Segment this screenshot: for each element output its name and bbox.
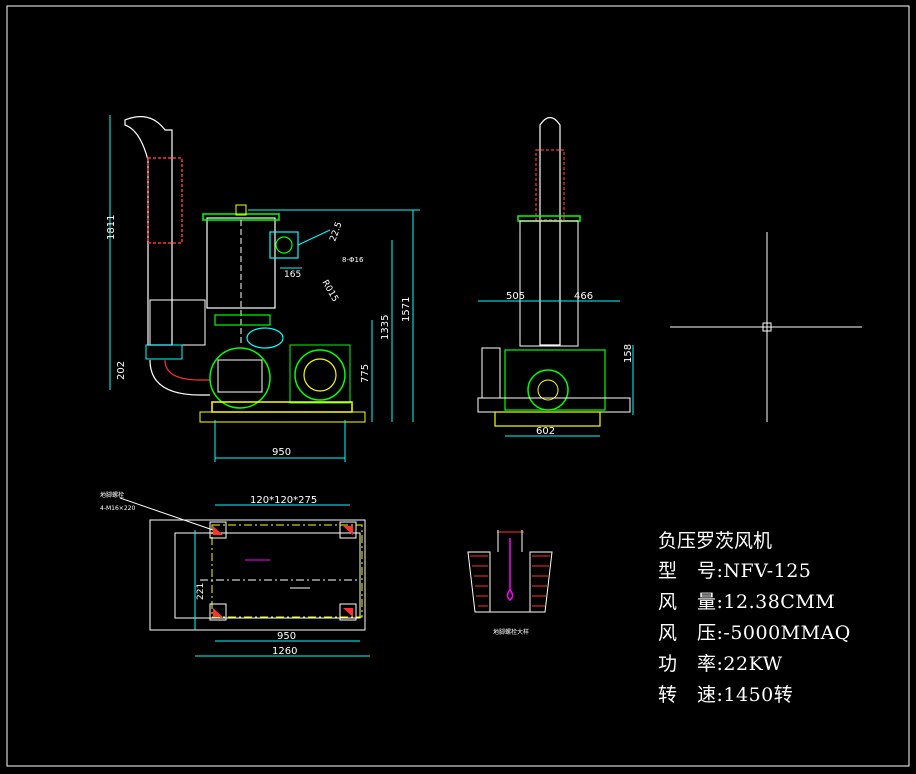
spec-speed-value: 1450转 (723, 684, 794, 706)
front-elbow-inner (164, 359, 210, 381)
motor-casing (294, 349, 346, 401)
machine-title: 负压罗茨风机 (658, 530, 773, 552)
flange-leader (297, 229, 331, 246)
spec-power: 功 率:22KW (658, 649, 783, 676)
side-blower-body (504, 349, 606, 411)
plan-inner-frame (174, 532, 361, 619)
spec-pressure-label: 风 压: (658, 622, 724, 644)
front-foundation (199, 411, 366, 423)
front-pipe-hose (147, 157, 183, 244)
spec-airflow: 风 量:12.38CMM (658, 587, 835, 614)
valve-flange (269, 231, 299, 259)
detail-caption: 地脚螺栓大样 (493, 628, 529, 636)
plan-bolt-marks (213, 526, 353, 617)
blower-casing (209, 347, 271, 409)
side-dim-text-602: 602 (536, 426, 555, 437)
front-silencer (149, 299, 206, 346)
motor-body (289, 344, 351, 404)
front-view: 1811 202 1571 1335 775 950 165 22.5 8-Φ1… (106, 115, 420, 462)
drawing-frame (6, 5, 910, 767)
side-tank (519, 220, 579, 347)
plan-note-line2: 4-M16×220 (100, 505, 135, 512)
plan-dim-text-1260: 1260 (272, 646, 297, 657)
dim-text-1811: 1811 (106, 215, 117, 240)
dim-text-775: 775 (360, 364, 371, 383)
dim-text-1571: 1571 (401, 297, 412, 322)
plan-note-line1: 地脚螺栓 (100, 491, 124, 499)
anchor-detail: 地脚螺栓大样 (467, 530, 553, 636)
dim-text-950: 950 (272, 447, 291, 458)
plan-bolt-hole-1 (209, 521, 227, 539)
plan-bolt-hole-3 (209, 603, 227, 621)
detail-bolt-hook (506, 589, 514, 601)
side-pipe (539, 116, 561, 346)
plan-view: 120*120*275 221 950 1260 地脚螺栓 4-M16×220 (100, 491, 370, 657)
detail-concrete-left (467, 551, 491, 613)
side-motor-cover (481, 347, 501, 399)
side-dim-text-505: 505 (506, 291, 525, 302)
plan-dim-text-221: 221 (196, 583, 206, 600)
valve-disk (275, 236, 293, 254)
spec-power-label: 功 率: (658, 653, 724, 675)
blower-inlet (246, 327, 284, 349)
front-elbow (149, 359, 210, 396)
spec-pressure: 风 压:-5000MMAQ (658, 618, 851, 645)
dim-text-inlet: 8-Φ16 (342, 256, 364, 264)
detail-concrete-right (529, 551, 553, 613)
side-view: 505 466 158 602 (477, 116, 634, 437)
side-blower-shaft (537, 379, 559, 401)
plan-bolt-frame (211, 524, 363, 618)
spec-airflow-label: 风 量: (658, 591, 724, 613)
filter-tank-cap (235, 204, 247, 216)
detail-hatch (470, 555, 550, 607)
ucs-crosshair (670, 232, 862, 422)
plan-note-leader (119, 497, 214, 531)
dim-text-radius: R015 (319, 279, 339, 304)
motor-fan (303, 358, 337, 392)
side-blower-casing (527, 369, 569, 411)
spec-pressure-value: -5000MMAQ (723, 622, 851, 644)
dim-text-1335: 1335 (380, 315, 391, 340)
side-dim-text-158: 158 (623, 344, 634, 363)
filter-tank (206, 217, 276, 309)
side-dim-text-466: 466 (574, 291, 593, 302)
dim-text-165: 165 (284, 270, 301, 280)
blower-body (217, 359, 263, 393)
side-tank-top (517, 215, 581, 222)
plan-bolt-hole-2 (339, 521, 357, 539)
spec-speed: 转 速:1450转 (658, 680, 793, 707)
spec-power-value: 22KW (723, 653, 783, 675)
spec-model-value: NFV-125 (723, 560, 812, 582)
plan-bolt-hole-4 (339, 603, 357, 621)
dim-text-202: 202 (116, 361, 127, 380)
side-foundation (494, 411, 601, 427)
plan-dim-text-holes: 120*120*275 (250, 495, 317, 506)
front-pipe-flange (145, 344, 183, 360)
plan-outer-foundation (149, 519, 366, 631)
spec-model: 型 号:NFV-125 (658, 556, 811, 583)
plan-dim-text-950: 950 (277, 631, 296, 642)
spec-model-label: 型 号: (658, 560, 724, 582)
dim-text-angle: 22.5 (328, 221, 344, 243)
spec-airflow-value: 12.38CMM (723, 591, 836, 613)
blower-valve (214, 314, 271, 326)
spec-speed-label: 转 速: (658, 684, 724, 706)
side-pipe-hose (535, 149, 565, 221)
